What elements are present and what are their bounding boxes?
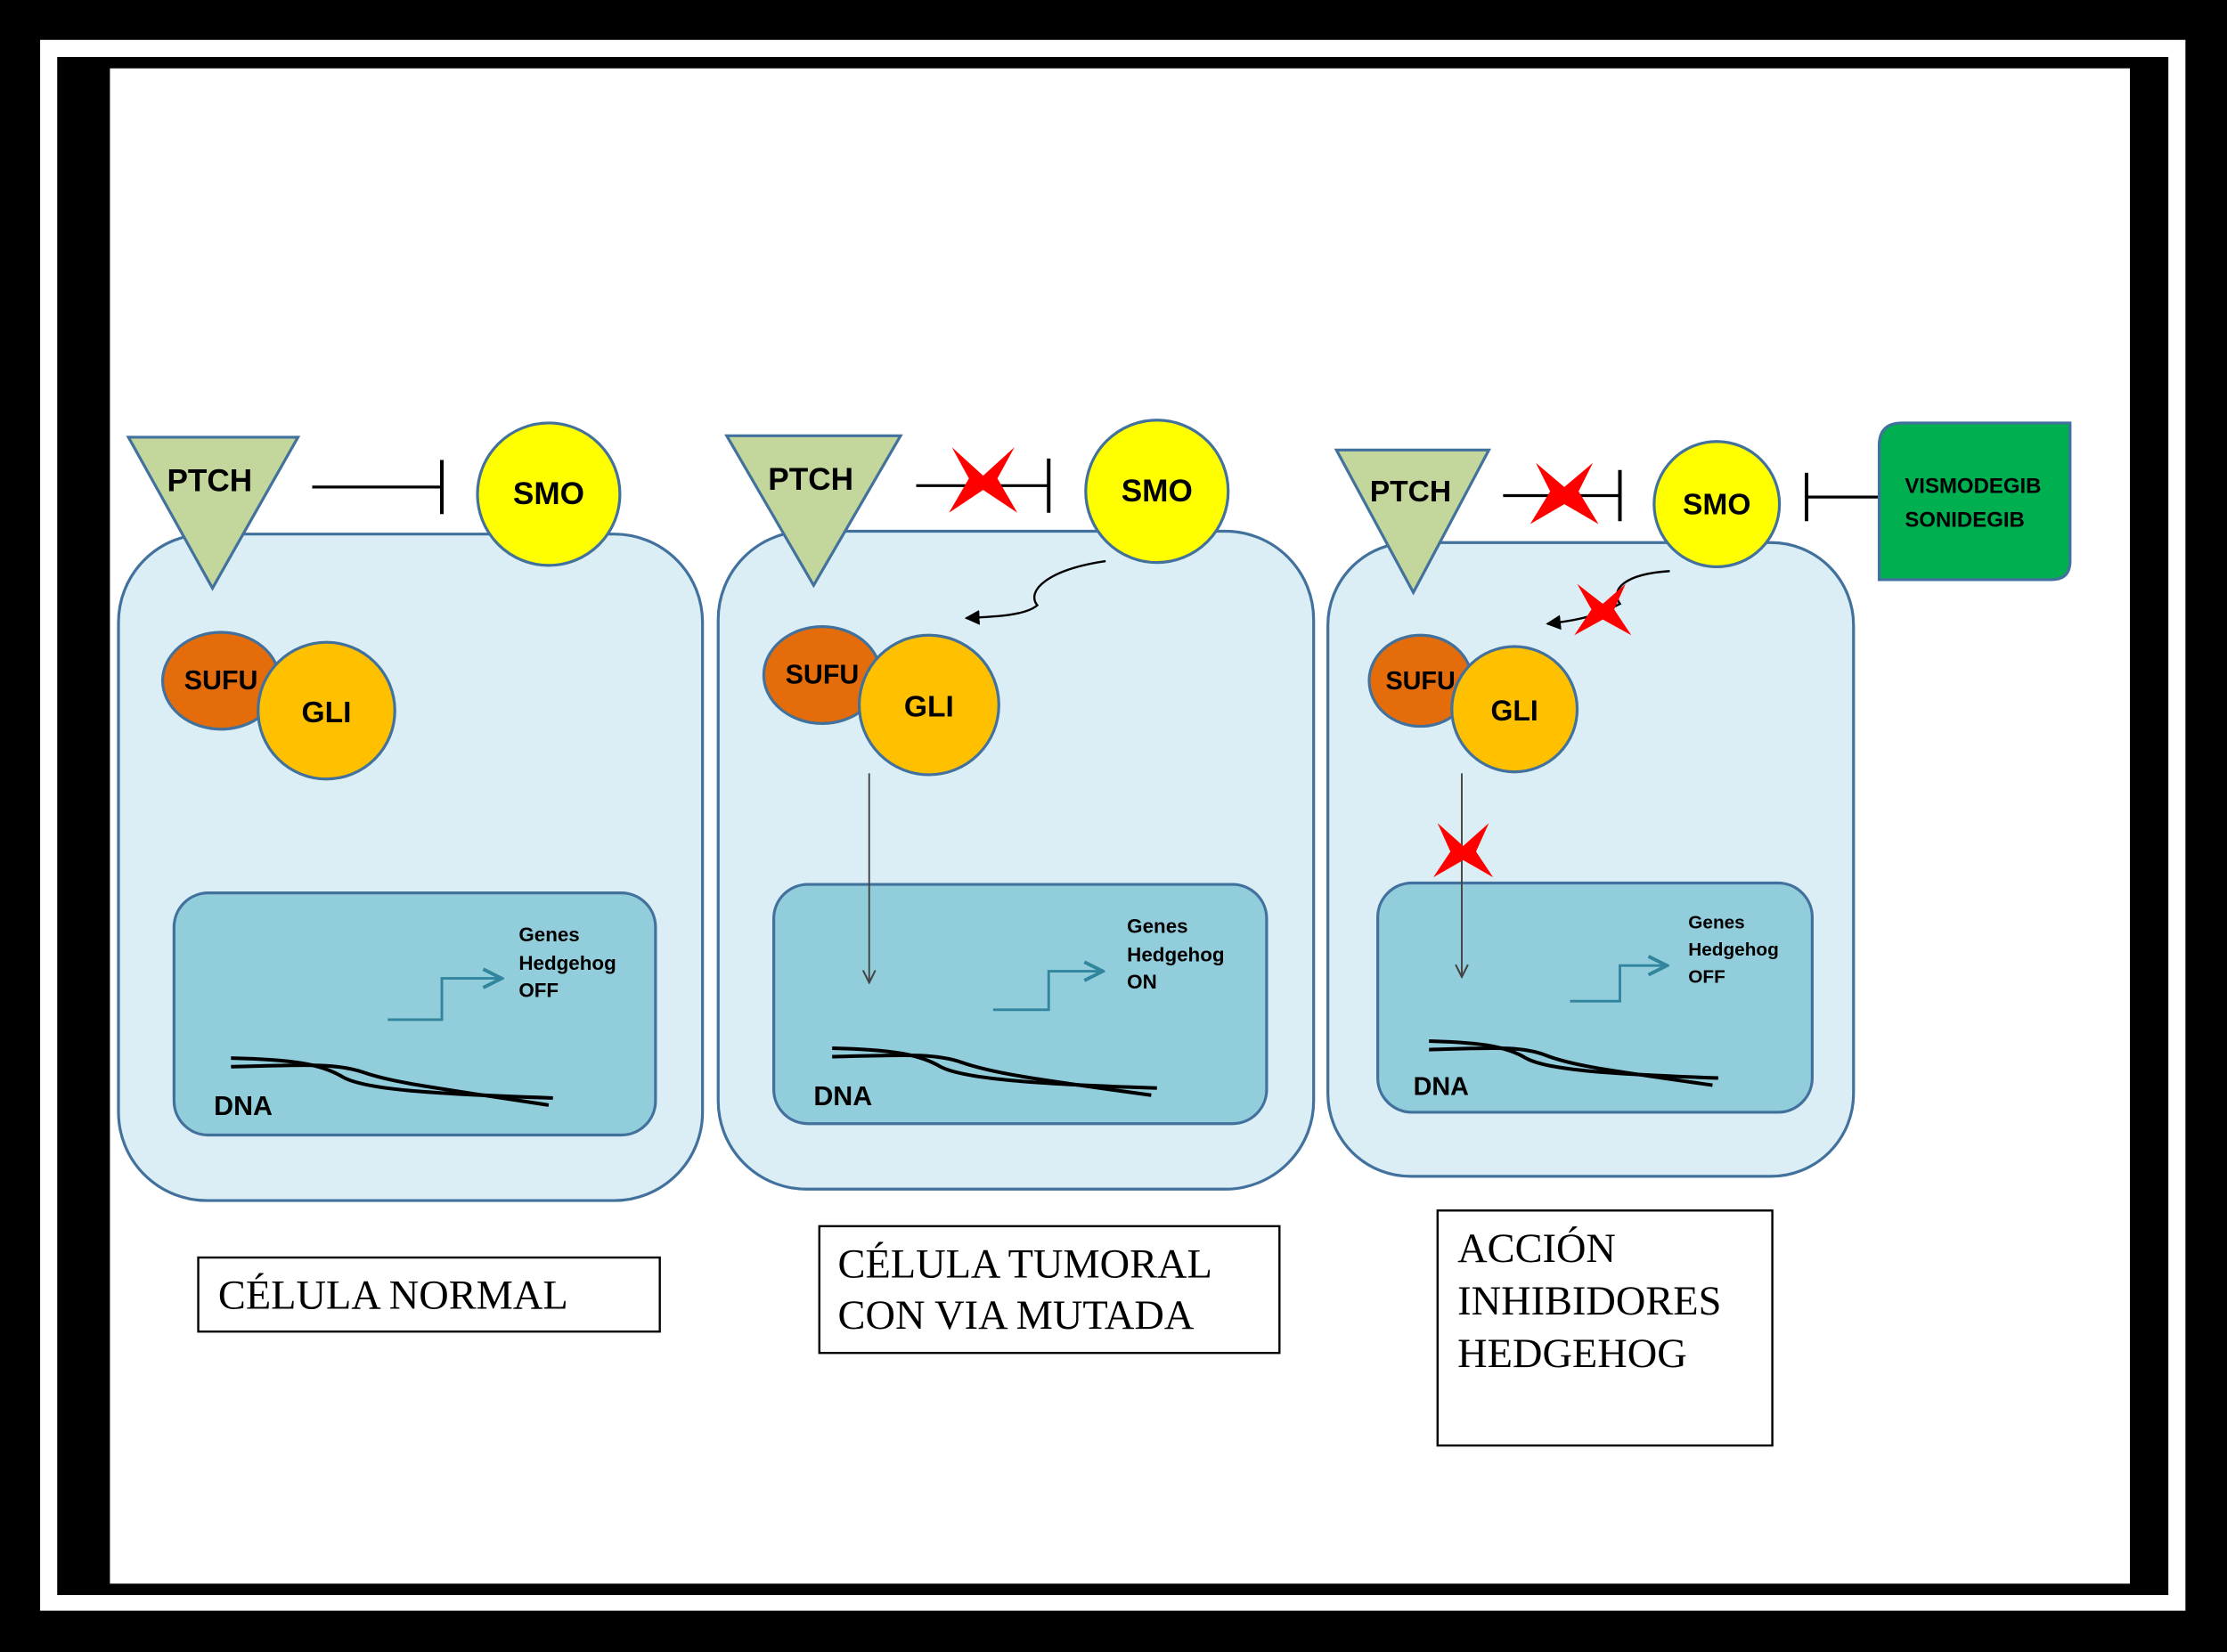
ptch-label: PTCH: [768, 462, 853, 497]
smo-protein: [1652, 440, 1782, 569]
sufu-label: SUFU: [786, 660, 860, 690]
gli-protein: [857, 633, 1000, 777]
caption-box: [1436, 1209, 1774, 1447]
gli-label: GLI: [904, 690, 954, 723]
dna-strand: [832, 1053, 1152, 1097]
sufu-label: SUFU: [184, 665, 258, 696]
panel-normal-cell: PTCH SMO SUFU GLI Genes Hedgehog OFF DNA…: [117, 421, 705, 1333]
blocked-x-icon: [1530, 462, 1599, 525]
nucleus: [1376, 881, 1814, 1114]
ptch-receptor: [1334, 448, 1492, 596]
drug-names: VISMODEGIB SONIDEGIB: [1905, 474, 2047, 532]
panel-inhibitor-action: PTCH SMO VISMODEGIB SONIDEGIB SUFU GLI G…: [1326, 421, 2072, 1447]
nucleus: [172, 891, 657, 1137]
dna-strand: [231, 1063, 550, 1107]
caption-box: [197, 1256, 661, 1333]
smo-label: SMO: [513, 476, 584, 511]
genes-status-label: Genes Hedgehog ON: [1127, 915, 1230, 992]
gli-protein: [257, 640, 396, 781]
dna-strand: [1429, 1046, 1713, 1087]
caption-box: [818, 1225, 1281, 1355]
nucleus: [772, 883, 1268, 1126]
smo-label: SMO: [1122, 474, 1193, 509]
smo-to-gli-arrow: [964, 559, 1106, 625]
ptch-receptor: [724, 434, 903, 589]
gli-protein: [1450, 645, 1579, 774]
caption-text: CÉLULA NORMAL: [218, 1274, 568, 1319]
smo-protein: [1084, 419, 1230, 565]
dna-label: DNA: [813, 1081, 872, 1111]
panel-tumor-cell: PTCH SMO SUFU GLI Genes Hedgehog ON DNA …: [716, 419, 1316, 1355]
blocked-x-icon: [949, 447, 1018, 513]
dna-label: DNA: [214, 1091, 273, 1121]
blocked-x-icon: [1433, 823, 1494, 878]
ptch-label: PTCH: [1370, 476, 1451, 509]
genes-status-label: Genes Hedgehog OFF: [518, 924, 622, 1001]
smo-protein: [476, 421, 622, 567]
ptch-label: PTCH: [167, 464, 252, 499]
drug-box: [1877, 421, 2072, 582]
gli-label: GLI: [1491, 695, 1538, 727]
promoter-arrow: [1570, 965, 1668, 1003]
promoter-arrow: [387, 979, 502, 1021]
ptch-receptor: [126, 435, 301, 591]
gli-label: GLI: [301, 696, 351, 729]
smo-label: SMO: [1683, 488, 1751, 521]
smo-to-gli-arrow: [1546, 570, 1670, 631]
dna-strand: [231, 1056, 553, 1100]
genes-status-label: Genes Hedgehog OFF: [1688, 913, 1783, 988]
dna-label: DNA: [1414, 1073, 1470, 1102]
blocked-x-icon: [1574, 583, 1632, 636]
promoter-arrow: [992, 972, 1103, 1012]
caption-text: CÉLULA TUMORAL CON VIA MUTADA: [838, 1241, 1223, 1339]
sufu-label: SUFU: [1385, 667, 1455, 696]
caption-text: ACCIÓN INHIBIDORES HEDGEHOG: [1457, 1225, 1732, 1377]
